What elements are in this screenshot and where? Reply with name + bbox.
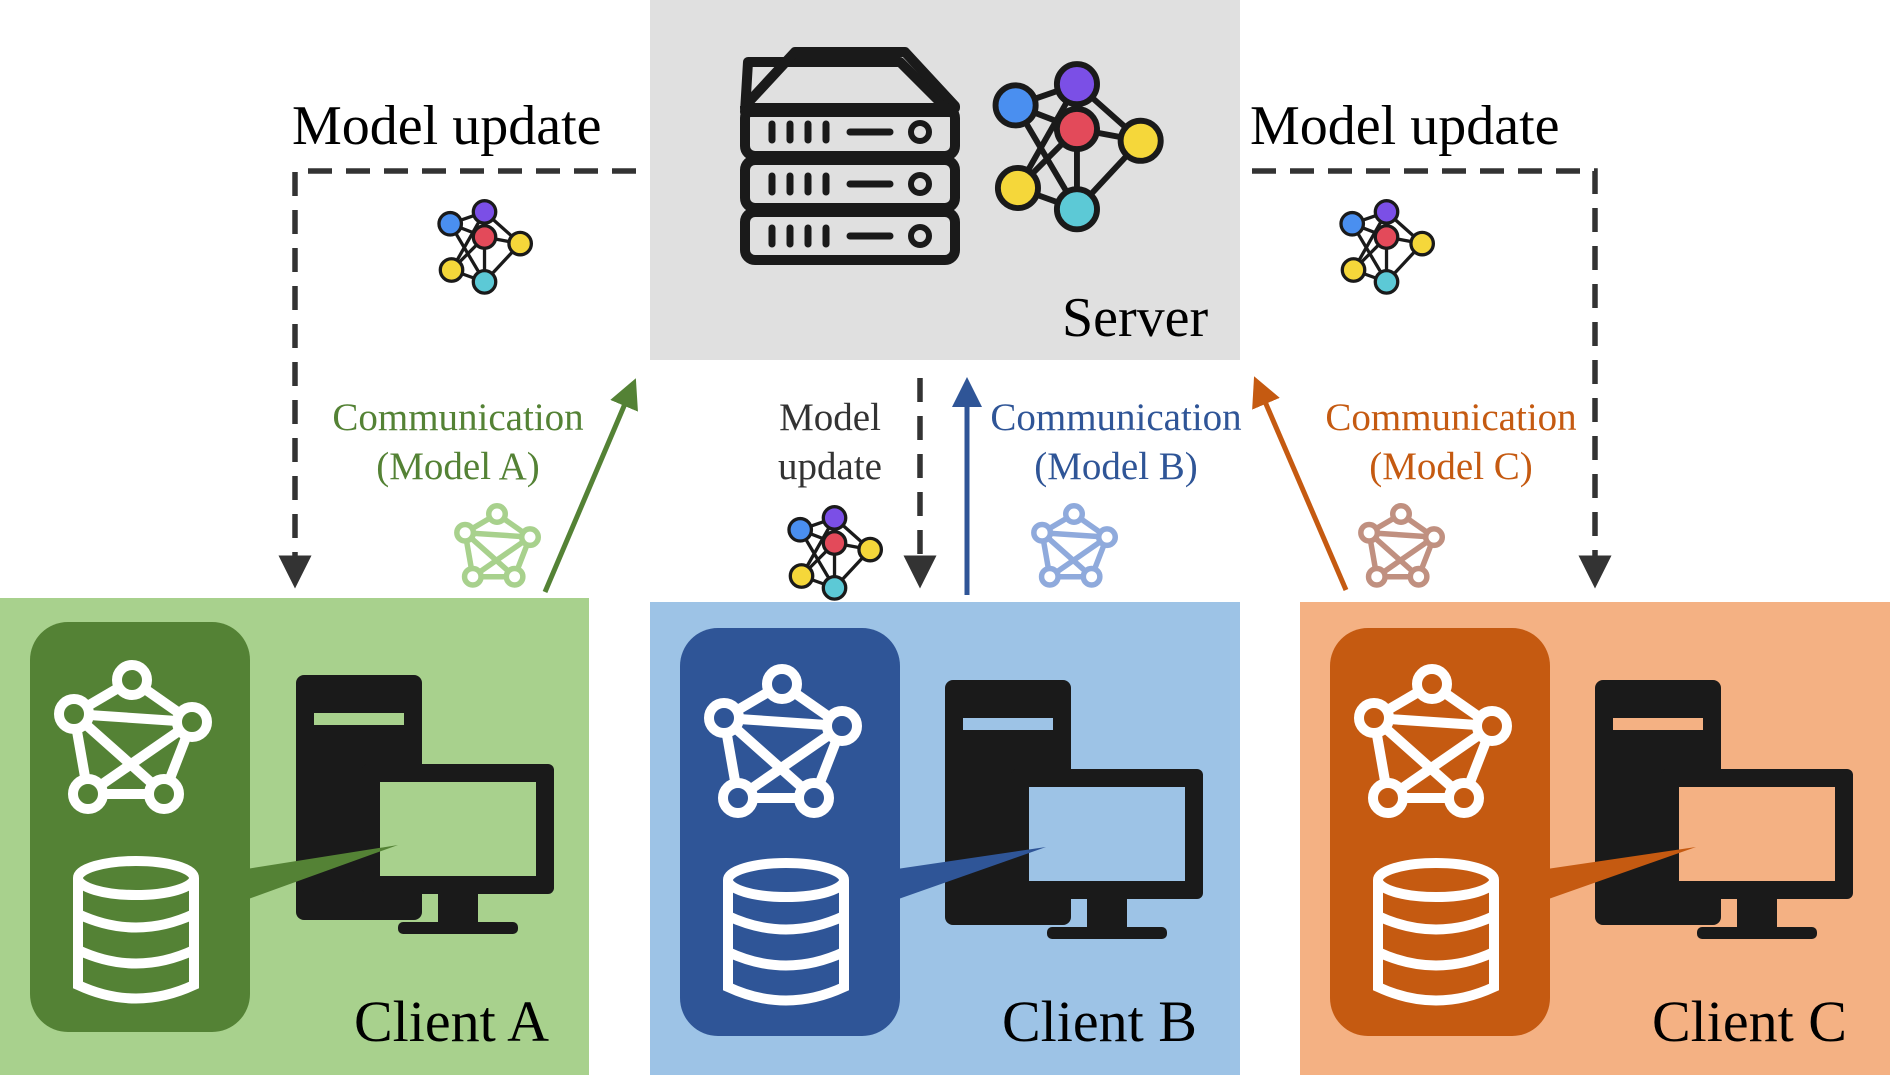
communication-arrow-a [542,378,638,593]
nn-icon-center [787,505,884,601]
model-update-label-right: Model update [1250,95,1560,157]
nn-icon-right [1339,199,1436,295]
client-b-label: Client B [1002,989,1197,1054]
communication-c-line1: Communication [1325,396,1577,439]
model-update-arrow-left [278,168,636,589]
model-update-label-left: Model update [292,95,602,157]
server-rack-lights [908,120,932,248]
communication-label-a: Communication (Model A) [318,398,598,486]
communication-a-line2: (Model A) [376,445,540,488]
communication-label-b: Communication (Model B) [976,398,1256,486]
client-a-label: Client A [354,989,549,1054]
client-b-box [650,602,1240,1075]
communication-c-line2: (Model C) [1369,445,1533,488]
communication-a-line1: Communication [332,396,584,439]
nn-icon-left [437,199,534,295]
client-a-box [0,598,589,1075]
communication-b-line1: Communication [990,396,1242,439]
graph-icon-faded-b [1034,506,1115,585]
communication-b-line2: (Model B) [1034,445,1198,488]
model-update-center-line1: Model [779,396,881,439]
model-update-label-center: Model update [770,398,890,486]
server-label: Server [1062,287,1209,349]
client-c-box [1300,602,1890,1075]
server-rack-details [768,120,894,248]
server-rack-icon [740,47,960,265]
graph-icon-faded-a [457,506,538,585]
model-update-center-line2: update [778,445,882,488]
model-update-arrow-right [1252,168,1612,589]
communication-label-c: Communication (Model C) [1311,398,1591,486]
communication-arrow-c [1252,376,1349,591]
graph-icon-faded-c [1361,506,1442,585]
client-c-label: Client C [1652,989,1847,1054]
